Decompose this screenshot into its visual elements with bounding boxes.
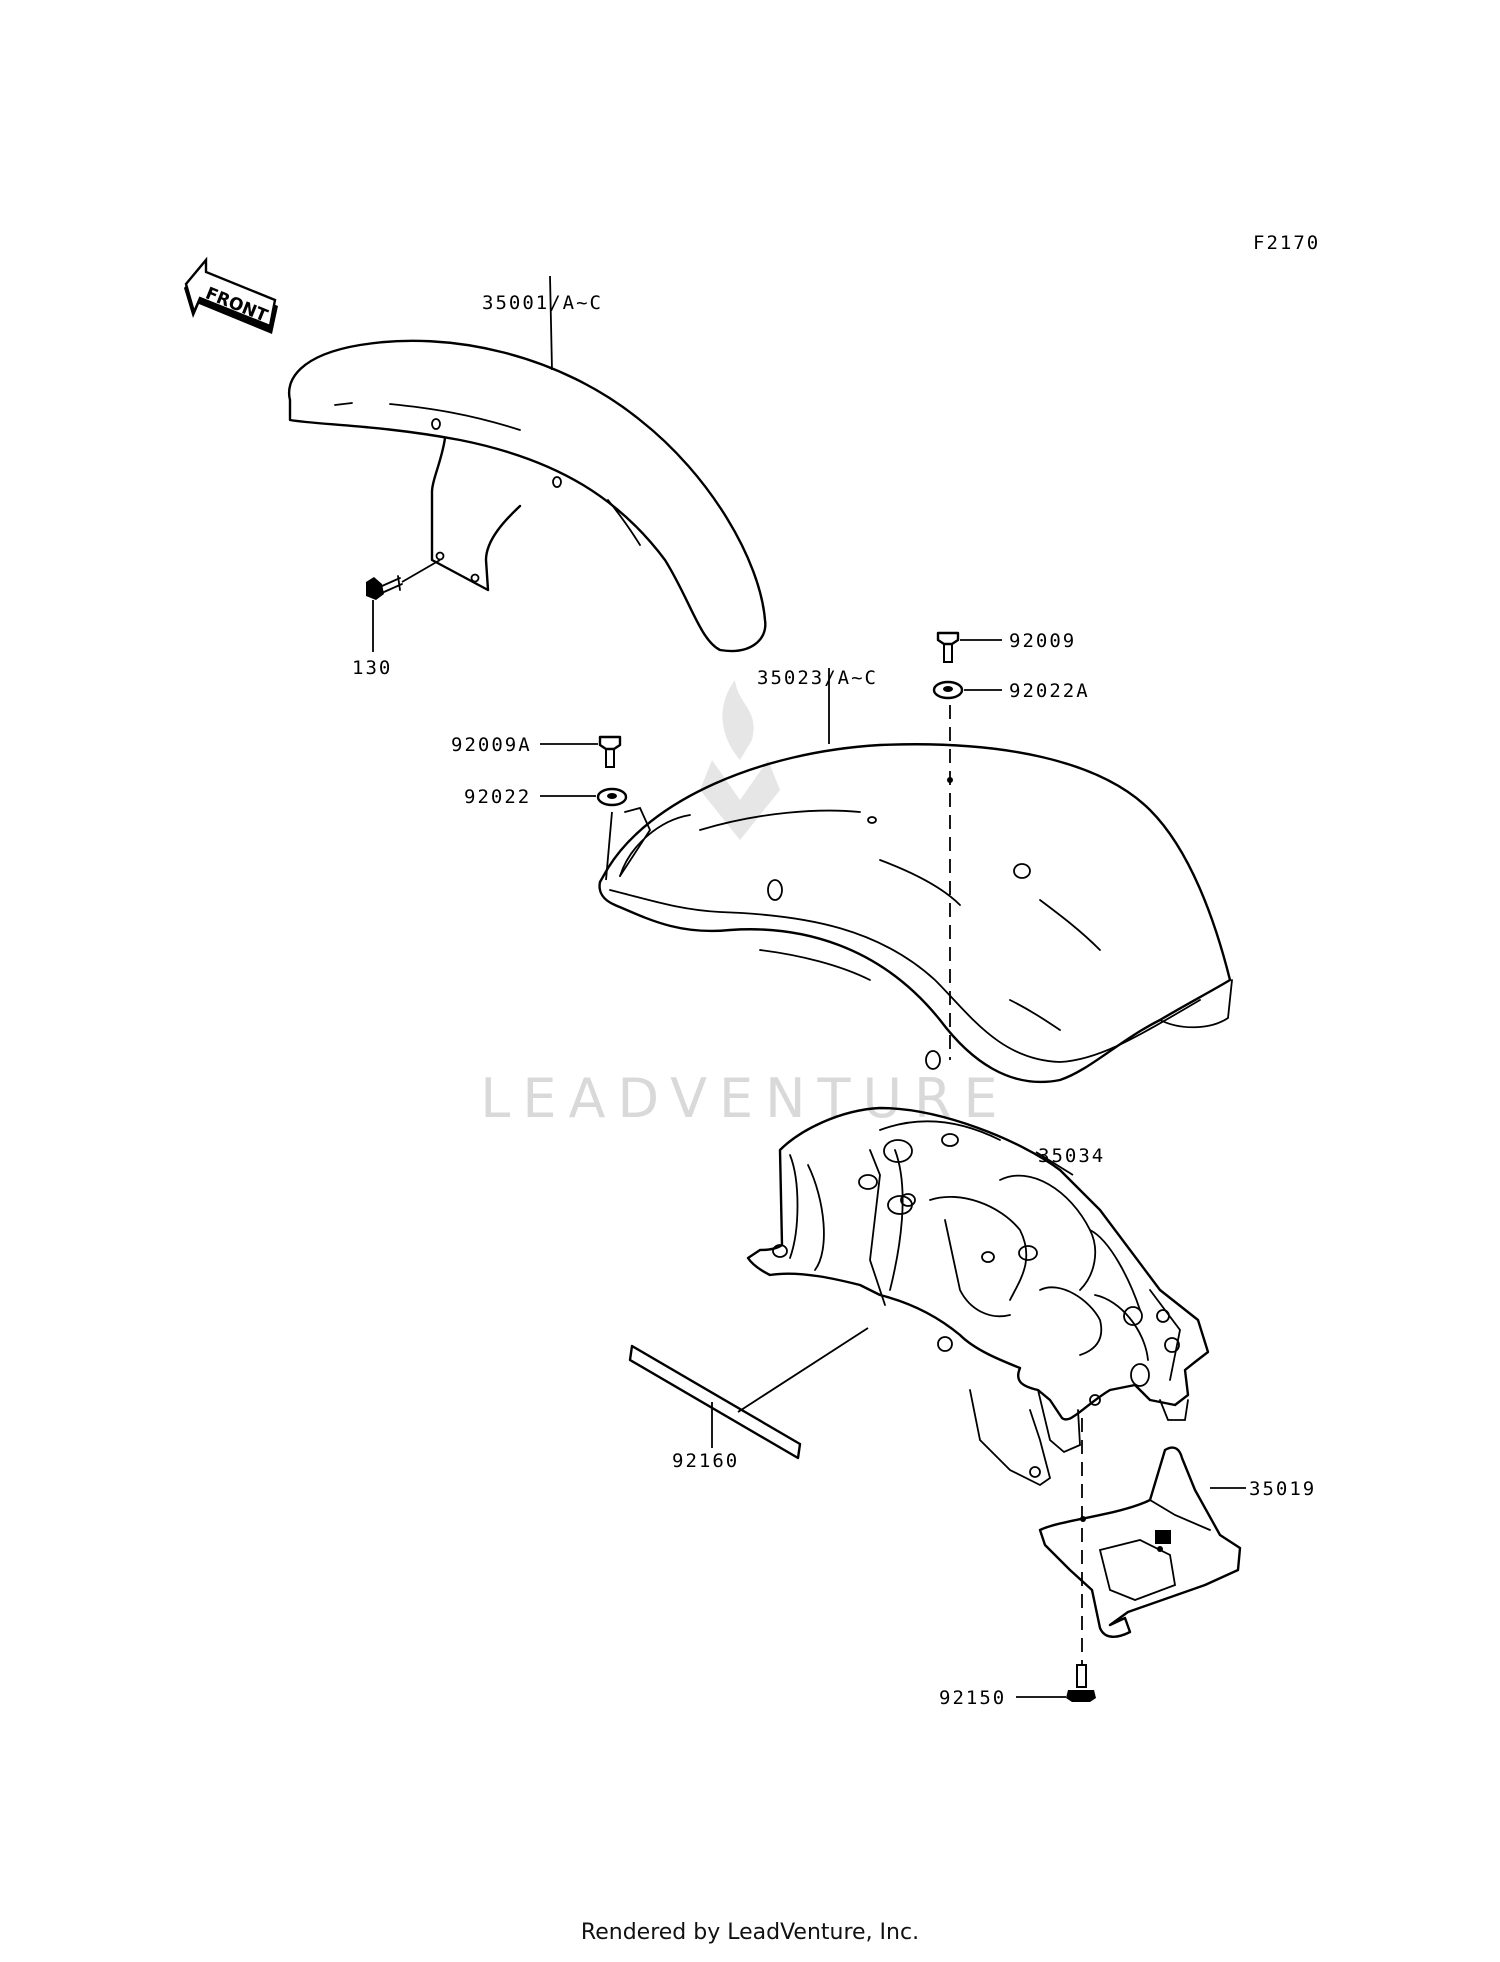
rear-fender-hardware-left — [540, 735, 628, 881]
label-35001: 35001/A~C — [482, 292, 603, 314]
figure-code: F2170 — [1253, 232, 1320, 254]
license-bracket-35019 — [1038, 1418, 1246, 1665]
label-92009: 92009 — [1009, 630, 1076, 652]
front-arrow: FRONT — [184, 256, 278, 334]
leader-35001 — [549, 275, 553, 371]
watermark-text: LEADVENTURE — [480, 1067, 1009, 1130]
label-130: 130 — [352, 657, 392, 679]
label-92160: 92160 — [672, 1450, 739, 1472]
label-92150: 92150 — [939, 1687, 1006, 1709]
label-92022: 92022 — [464, 786, 531, 808]
bolt-92150 — [1016, 1664, 1096, 1702]
bolt-130 — [366, 559, 441, 652]
footer-credit: Rendered by LeadVenture, Inc. — [580, 1920, 920, 1945]
label-35034: 35034 — [1038, 1145, 1105, 1167]
watermark: LEADVENTURE — [480, 680, 1009, 1130]
label-92022A: 92022A — [1009, 680, 1090, 702]
front-fender — [287, 339, 767, 653]
label-92009A: 92009A — [451, 734, 532, 756]
pad-92160 — [628, 1327, 869, 1460]
label-35023: 35023/A~C — [757, 667, 878, 689]
rear-fender-hardware-right — [932, 631, 1002, 1060]
rear-fender-inner — [746, 1106, 1210, 1487]
label-35019: 35019 — [1249, 1478, 1316, 1500]
rear-fender — [598, 743, 1233, 1084]
